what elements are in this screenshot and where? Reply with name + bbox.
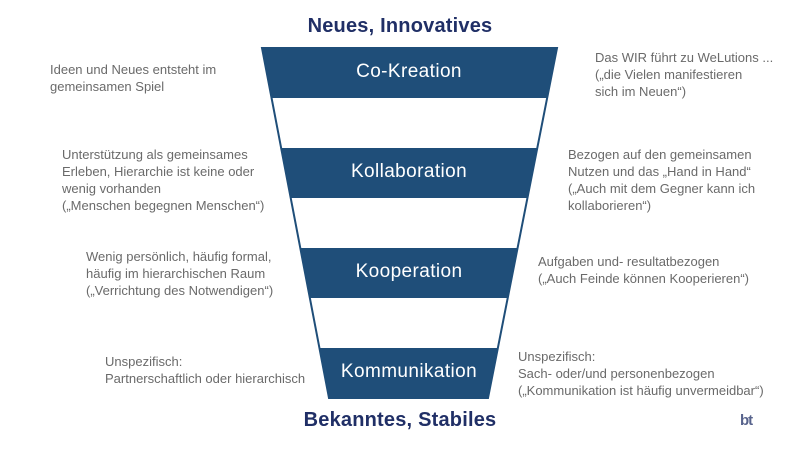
slide-title-bottom: Bekanntes, Stabiles bbox=[303, 409, 497, 431]
funnel-label-co-kreation: Co-Kreation bbox=[356, 61, 462, 82]
funnel-band-kommunikation bbox=[319, 348, 498, 398]
funnel-band-co-kreation bbox=[262, 48, 557, 98]
funnel-label-kooperation: Kooperation bbox=[355, 261, 463, 282]
note-right-kooperation: Aufgaben und- resultatbezogen („Auch Fei… bbox=[538, 254, 750, 286]
slide-title-top: Neues, Innovatives bbox=[307, 15, 493, 37]
note-right-co-kreation: Das WIR führt zu WeLutions ... („die Vie… bbox=[595, 50, 774, 99]
funnel-label-kollaboration: Kollaboration bbox=[350, 161, 468, 182]
funnel-label-kommunikation: Kommunikation bbox=[340, 361, 478, 382]
bt-logo: bt bbox=[740, 412, 753, 429]
note-left-kollaboration: Unterstützung als gemeinsames Erleben, H… bbox=[62, 147, 265, 213]
note-right-kommunikation: Unspezifisch: Sach- oder/und personenbez… bbox=[518, 349, 764, 398]
note-left-co-kreation: Ideen und Neues entsteht im gemeinsamen … bbox=[50, 62, 217, 94]
note-left-kommunikation: Unspezifisch: Partnerschaftlich oder hie… bbox=[105, 354, 306, 386]
funnel-band-kollaboration bbox=[281, 148, 538, 198]
funnel-band-kooperation bbox=[300, 248, 518, 298]
note-right-kollaboration: Bezogen auf den gemeinsamen Nutzen und d… bbox=[568, 147, 756, 213]
funnel-outline bbox=[260, 47, 559, 399]
note-left-kooperation: Wenig persönlich, häufig formal, häufig … bbox=[86, 249, 274, 298]
